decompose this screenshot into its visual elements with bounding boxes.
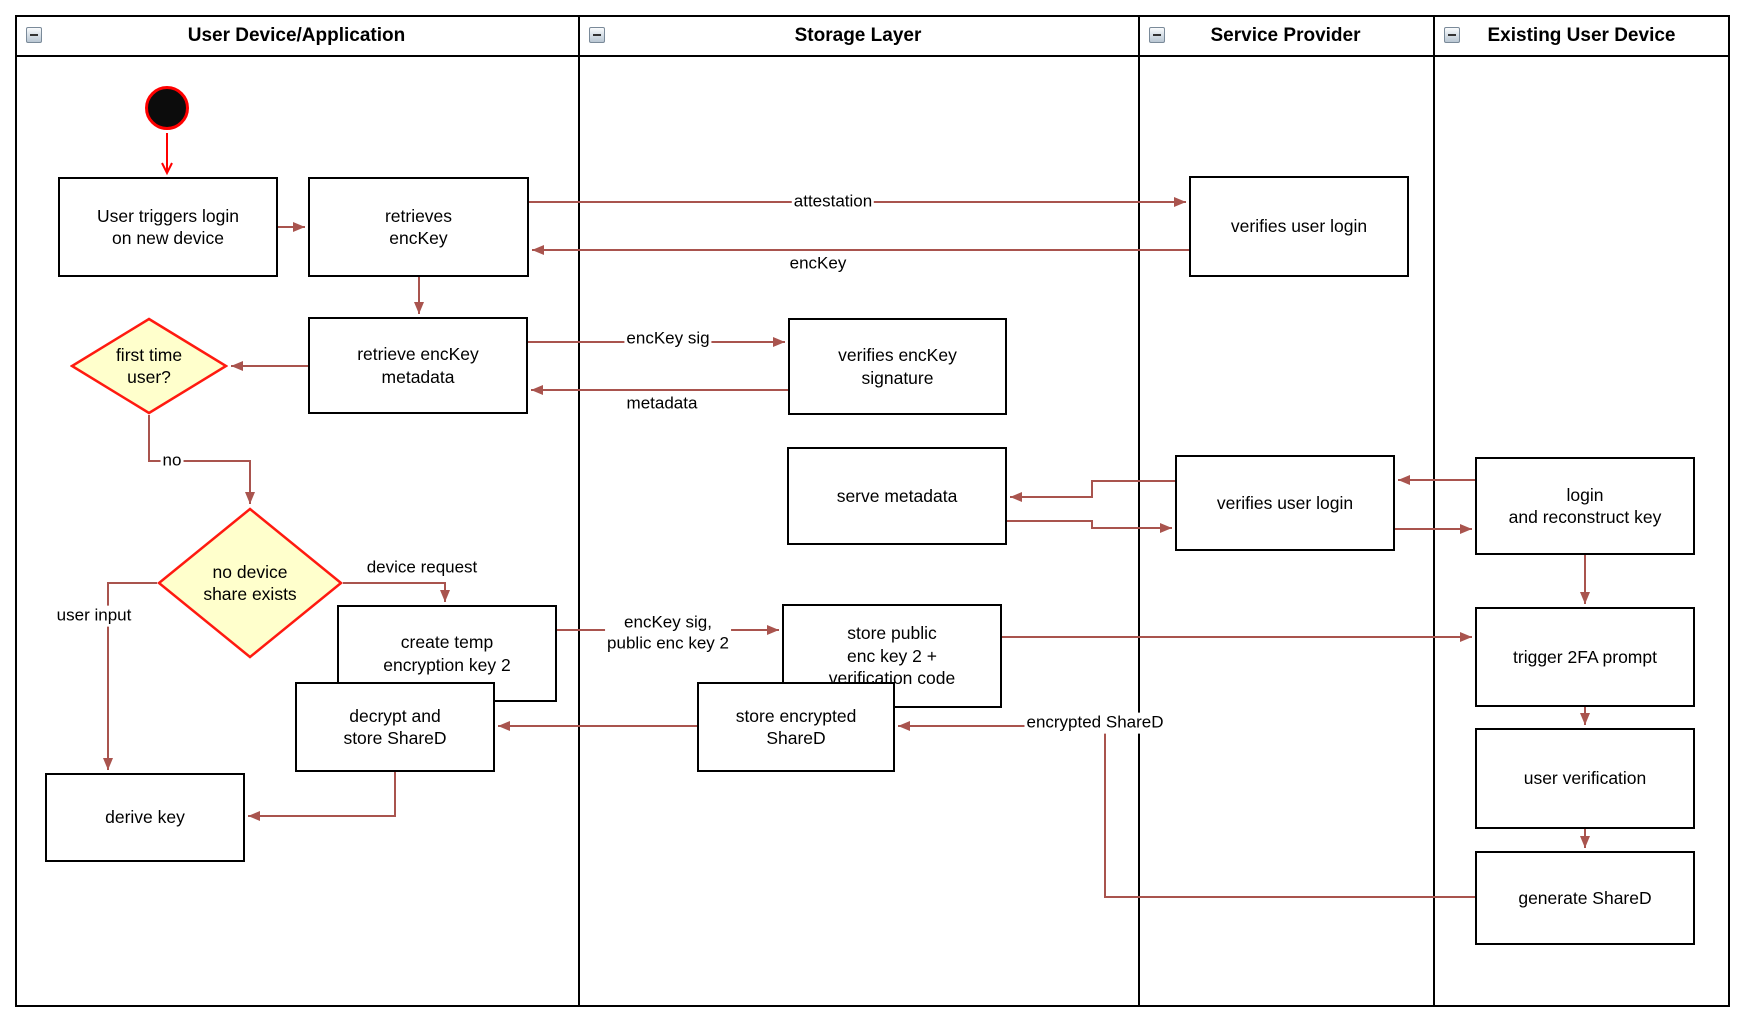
lane-title: Storage Layer bbox=[794, 25, 922, 46]
activity-generate-shared[interactable]: generate ShareD bbox=[1475, 851, 1695, 945]
decision-first-time-user[interactable]: first time user? bbox=[70, 317, 228, 415]
lane-header-user-device-application[interactable]: User Device/Application bbox=[17, 17, 576, 55]
activity-decrypt-and-store-shared[interactable]: decrypt and store ShareD bbox=[295, 682, 495, 772]
collapse-lane-icon[interactable] bbox=[1149, 27, 1165, 43]
activity-verifies-user-login-top[interactable]: verifies user login bbox=[1189, 176, 1409, 277]
lane-header-existing-user-device[interactable]: Existing User Device bbox=[1435, 17, 1728, 55]
edge-label-user-input: user input bbox=[54, 605, 134, 627]
activity-store-encrypted-shared[interactable]: store encrypted ShareD bbox=[697, 682, 895, 772]
activity-retrieves-enckey[interactable]: retrieves encKey bbox=[308, 177, 529, 277]
activity-verifies-enckey-signature[interactable]: verifies encKey signature bbox=[788, 318, 1007, 415]
edge-label-enckey-sig: encKey sig bbox=[624, 328, 712, 350]
edge-label-no: no bbox=[160, 450, 184, 472]
lane-title: Existing User Device bbox=[1487, 25, 1676, 46]
edge-label-encrypted-shared: encrypted ShareD bbox=[1024, 712, 1166, 734]
initial-state-node[interactable] bbox=[145, 86, 189, 130]
minus-icon bbox=[1448, 34, 1456, 36]
lane-header-service-provider[interactable]: Service Provider bbox=[1140, 17, 1431, 55]
collapse-lane-icon[interactable] bbox=[26, 27, 42, 43]
activity-user-verification[interactable]: user verification bbox=[1475, 728, 1695, 829]
edge-label-device-request: device request bbox=[364, 557, 480, 579]
decision-no-device-share-exists[interactable]: no device share exists bbox=[157, 507, 343, 659]
edge-label-enckey: encKey bbox=[787, 253, 849, 275]
activity-retrieve-enckey-metadata[interactable]: retrieve encKey metadata bbox=[308, 317, 528, 414]
activity-derive-key[interactable]: derive key bbox=[45, 773, 245, 862]
collapse-lane-icon[interactable] bbox=[589, 27, 605, 43]
collapse-lane-icon[interactable] bbox=[1444, 27, 1460, 43]
lane-title: Service Provider bbox=[1210, 25, 1361, 46]
decision-label: no device share exists bbox=[203, 561, 297, 604]
activity-user-triggers-login[interactable]: User triggers login on new device bbox=[58, 177, 278, 277]
minus-icon bbox=[1153, 34, 1161, 36]
edge-label-enckey-sig-public-enc-key-2: encKey sig, public enc key 2 bbox=[605, 612, 731, 654]
diamond-shape bbox=[157, 507, 343, 659]
activity-login-and-reconstruct-key[interactable]: login and reconstruct key bbox=[1475, 457, 1695, 555]
activity-trigger-2fa-prompt[interactable]: trigger 2FA prompt bbox=[1475, 607, 1695, 707]
lane-title: User Device/Application bbox=[187, 25, 406, 46]
minus-icon bbox=[593, 34, 601, 36]
lane-divider-3 bbox=[1433, 15, 1435, 1007]
decision-label: first time user? bbox=[115, 344, 183, 387]
diamond-shape bbox=[70, 317, 228, 415]
edge-label-attestation: attestation bbox=[791, 191, 875, 213]
edge-label-metadata: metadata bbox=[624, 393, 700, 415]
activity-verifies-user-login-mid[interactable]: verifies user login bbox=[1175, 455, 1395, 551]
minus-icon bbox=[30, 34, 38, 36]
activity-serve-metadata[interactable]: serve metadata bbox=[787, 447, 1007, 545]
lane-header-underline bbox=[15, 55, 1730, 57]
lane-divider-2 bbox=[1138, 15, 1140, 1007]
lane-header-storage-layer[interactable]: Storage Layer bbox=[580, 17, 1136, 55]
lane-divider-1 bbox=[578, 15, 580, 1007]
